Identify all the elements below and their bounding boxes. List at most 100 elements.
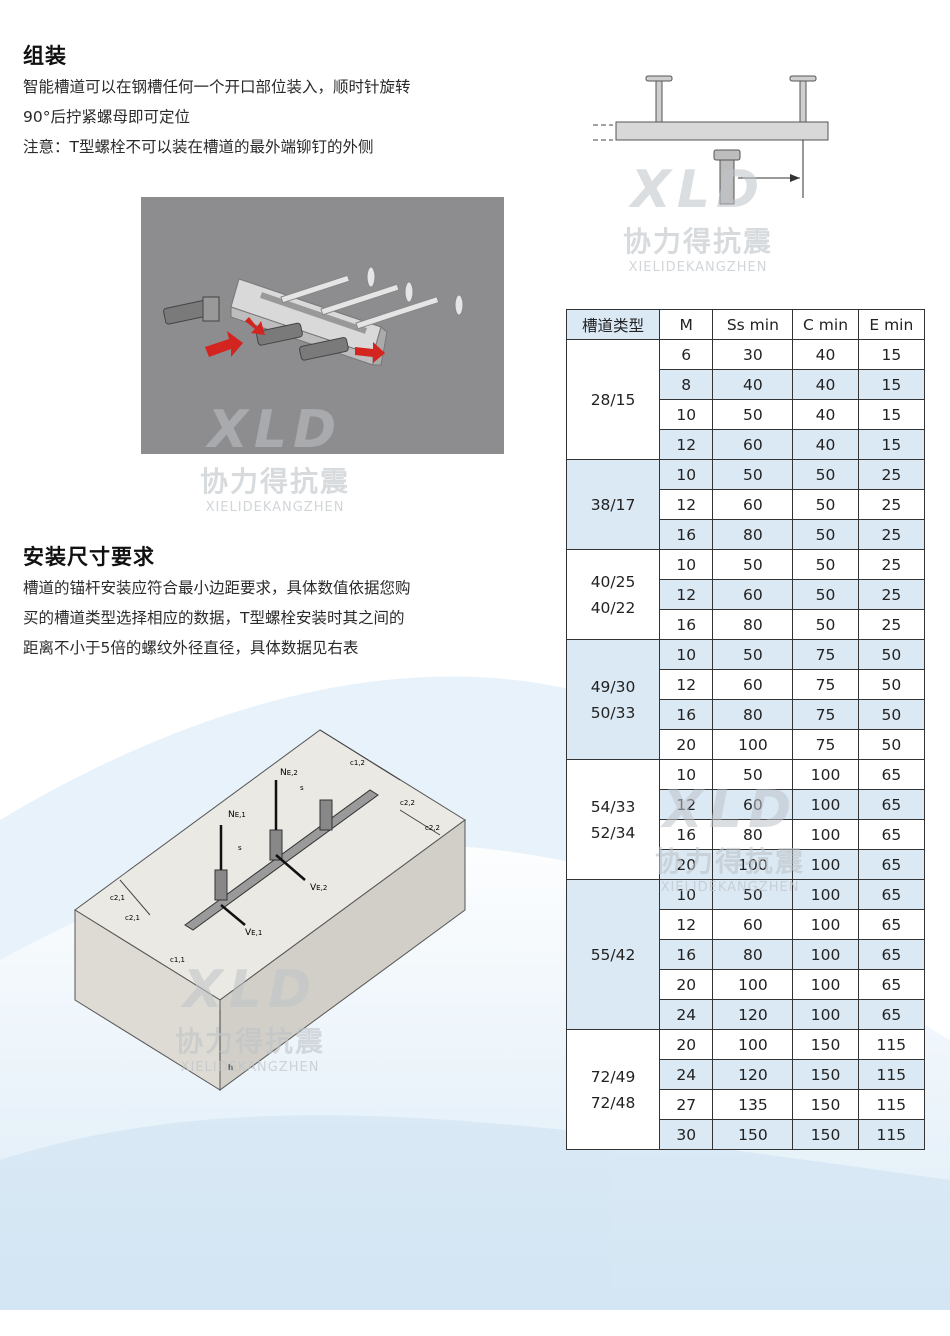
c-cell: 100: [792, 939, 859, 970]
h-label: h: [228, 1063, 233, 1072]
ss-cell: 100: [712, 969, 794, 1000]
c-cell: 50: [792, 519, 859, 550]
ve1-label: VE,1: [245, 928, 262, 938]
m-cell: 16: [659, 699, 714, 730]
m-cell: 20: [659, 729, 714, 760]
ss-cell: 100: [712, 729, 794, 760]
channel-type: 50/33: [590, 703, 636, 722]
ss-cell: 60: [712, 669, 794, 700]
e-cell: 15: [857, 339, 926, 370]
header-c: C min: [792, 309, 859, 340]
c-cell: 50: [792, 609, 859, 640]
m-cell: 12: [659, 579, 714, 610]
c22-label: c2,2: [400, 799, 415, 807]
ss-cell: 50: [712, 879, 794, 910]
e-cell: 50: [857, 669, 926, 700]
ss-cell: 60: [712, 489, 794, 520]
e-cell: 50: [857, 699, 926, 730]
e-cell: 65: [857, 909, 926, 940]
c-cell: 100: [792, 849, 859, 880]
c-cell: 40: [792, 399, 859, 430]
ss-cell: 40: [712, 369, 794, 400]
e-cell: 25: [857, 609, 926, 640]
table-header-row: 槽道类型 M Ss min C min E min: [565, 309, 926, 340]
ss-cell: 60: [712, 789, 794, 820]
c-cell: 150: [792, 1119, 859, 1150]
ss-cell: 120: [712, 1059, 794, 1090]
header-m: M: [659, 309, 714, 340]
c-cell: 50: [792, 489, 859, 520]
ss-cell: 80: [712, 609, 794, 640]
installation-line: 距离不小于5倍的螺纹外径直径，具体数据见右表: [23, 639, 359, 657]
assembly-note: 注意：T型螺栓不可以装在槽道的最外端铆钉的外侧: [23, 138, 374, 156]
m-cell: 30: [659, 1119, 714, 1150]
assembly-title: 组装: [23, 44, 67, 68]
m-cell: 8: [659, 369, 714, 400]
m-cell: 27: [659, 1089, 714, 1120]
e-cell: 65: [857, 759, 926, 790]
c-cell: 40: [792, 429, 859, 460]
installation-title: 安装尺寸要求: [23, 545, 155, 569]
m-cell: 16: [659, 939, 714, 970]
e-cell: 65: [857, 819, 926, 850]
e-cell: 25: [857, 579, 926, 610]
ss-cell: 100: [712, 849, 794, 880]
assembly-line: 90°后拧紧螺母即可定位: [23, 108, 190, 126]
e-cell: 115: [857, 1089, 926, 1120]
c21-label: c2,1: [110, 894, 125, 902]
channel-type: 55/42: [590, 945, 636, 964]
channel-type-cell: 28/15: [565, 339, 661, 460]
m-cell: 16: [659, 519, 714, 550]
ss-cell: 50: [712, 549, 794, 580]
s-label: s: [238, 844, 242, 852]
c-cell: 100: [792, 999, 859, 1030]
m-cell: 10: [659, 459, 714, 490]
m-cell: 12: [659, 489, 714, 520]
e-cell: 50: [857, 639, 926, 670]
channel-type: 40/25: [590, 572, 636, 591]
c-cell: 100: [792, 789, 859, 820]
m-cell: 12: [659, 909, 714, 940]
m-cell: 24: [659, 1059, 714, 1090]
c-cell: 100: [792, 909, 859, 940]
edge-distance-diagram: [593, 75, 829, 205]
c11-label: c1,1: [170, 956, 185, 964]
m-cell: 20: [659, 1029, 714, 1060]
channel-type: 72/48: [590, 1093, 636, 1112]
channel-type-cell: 55/42: [565, 879, 661, 1030]
header-type: 槽道类型: [565, 309, 661, 340]
header-ss: Ss min: [712, 309, 794, 340]
c-cell: 50: [792, 459, 859, 490]
e-cell: 25: [857, 459, 926, 490]
channel-type: 28/15: [590, 390, 636, 409]
e-cell: 115: [857, 1029, 926, 1060]
c-cell: 75: [792, 729, 859, 760]
c-cell: 75: [792, 669, 859, 700]
c-cell: 75: [792, 699, 859, 730]
ss-cell: 30: [712, 339, 794, 370]
e-cell: 65: [857, 879, 926, 910]
c-cell: 50: [792, 579, 859, 610]
ss-cell: 60: [712, 579, 794, 610]
